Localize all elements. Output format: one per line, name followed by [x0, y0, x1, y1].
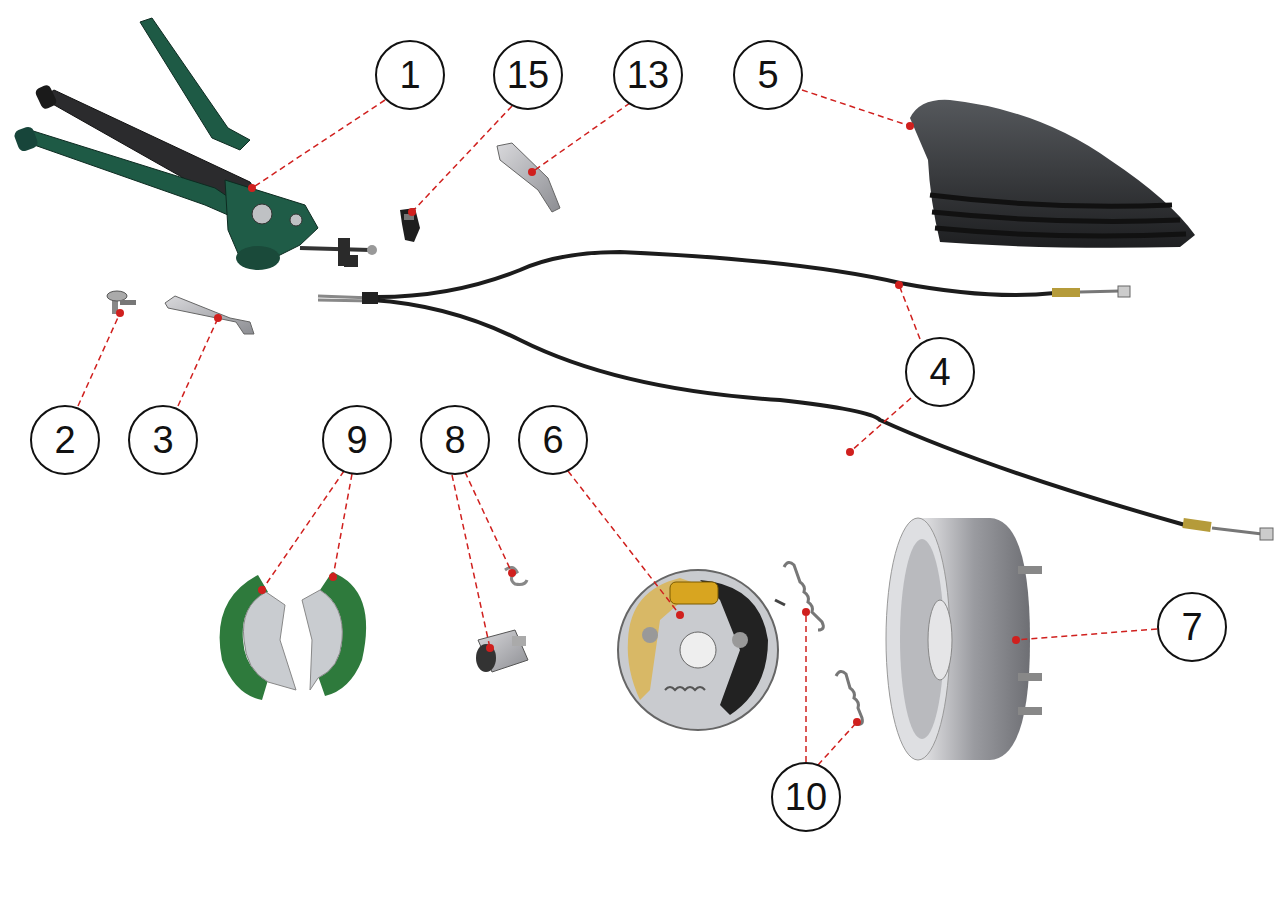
callout-circle: 10 [771, 762, 841, 832]
callout-circle: 3 [128, 405, 198, 475]
callout-number: 5 [757, 56, 778, 94]
callout-number: 6 [542, 421, 563, 459]
callout-circle: 2 [30, 405, 100, 475]
mounting-plate [497, 143, 560, 212]
callout-number: 13 [627, 56, 669, 94]
callout-number: 8 [444, 421, 465, 459]
callout-circle: 8 [420, 405, 490, 475]
brake-cables [318, 252, 1273, 540]
callout-circle: 6 [518, 405, 588, 475]
callout-circle: 1 [375, 40, 445, 110]
callout-number: 4 [929, 353, 950, 391]
callout-number: 9 [346, 421, 367, 459]
callout-circle: 15 [493, 40, 563, 110]
callout-number: 15 [507, 56, 549, 94]
callout-circle: 13 [613, 40, 683, 110]
callout-number: 2 [54, 421, 75, 459]
callout-circle: 4 [905, 337, 975, 407]
leader-dots [116, 122, 1020, 726]
callout-number: 1 [399, 56, 420, 94]
callout-number: 7 [1181, 608, 1202, 646]
callout-circle: 5 [733, 40, 803, 110]
hand-brake-lever [13, 18, 377, 270]
return-springs [784, 562, 862, 724]
brake-shoes [220, 572, 367, 700]
backing-plate [618, 570, 785, 730]
callout-circle: 7 [1157, 592, 1227, 662]
callout-circle: 9 [322, 405, 392, 475]
callout-number: 3 [152, 421, 173, 459]
small-bracket [400, 208, 420, 242]
rubber-boot [910, 100, 1195, 248]
leader-lines [78, 90, 1157, 765]
wheel-cylinder [476, 567, 528, 672]
lever-bracket [165, 296, 254, 334]
brake-drum [886, 518, 1042, 760]
callout-number: 10 [785, 778, 827, 816]
